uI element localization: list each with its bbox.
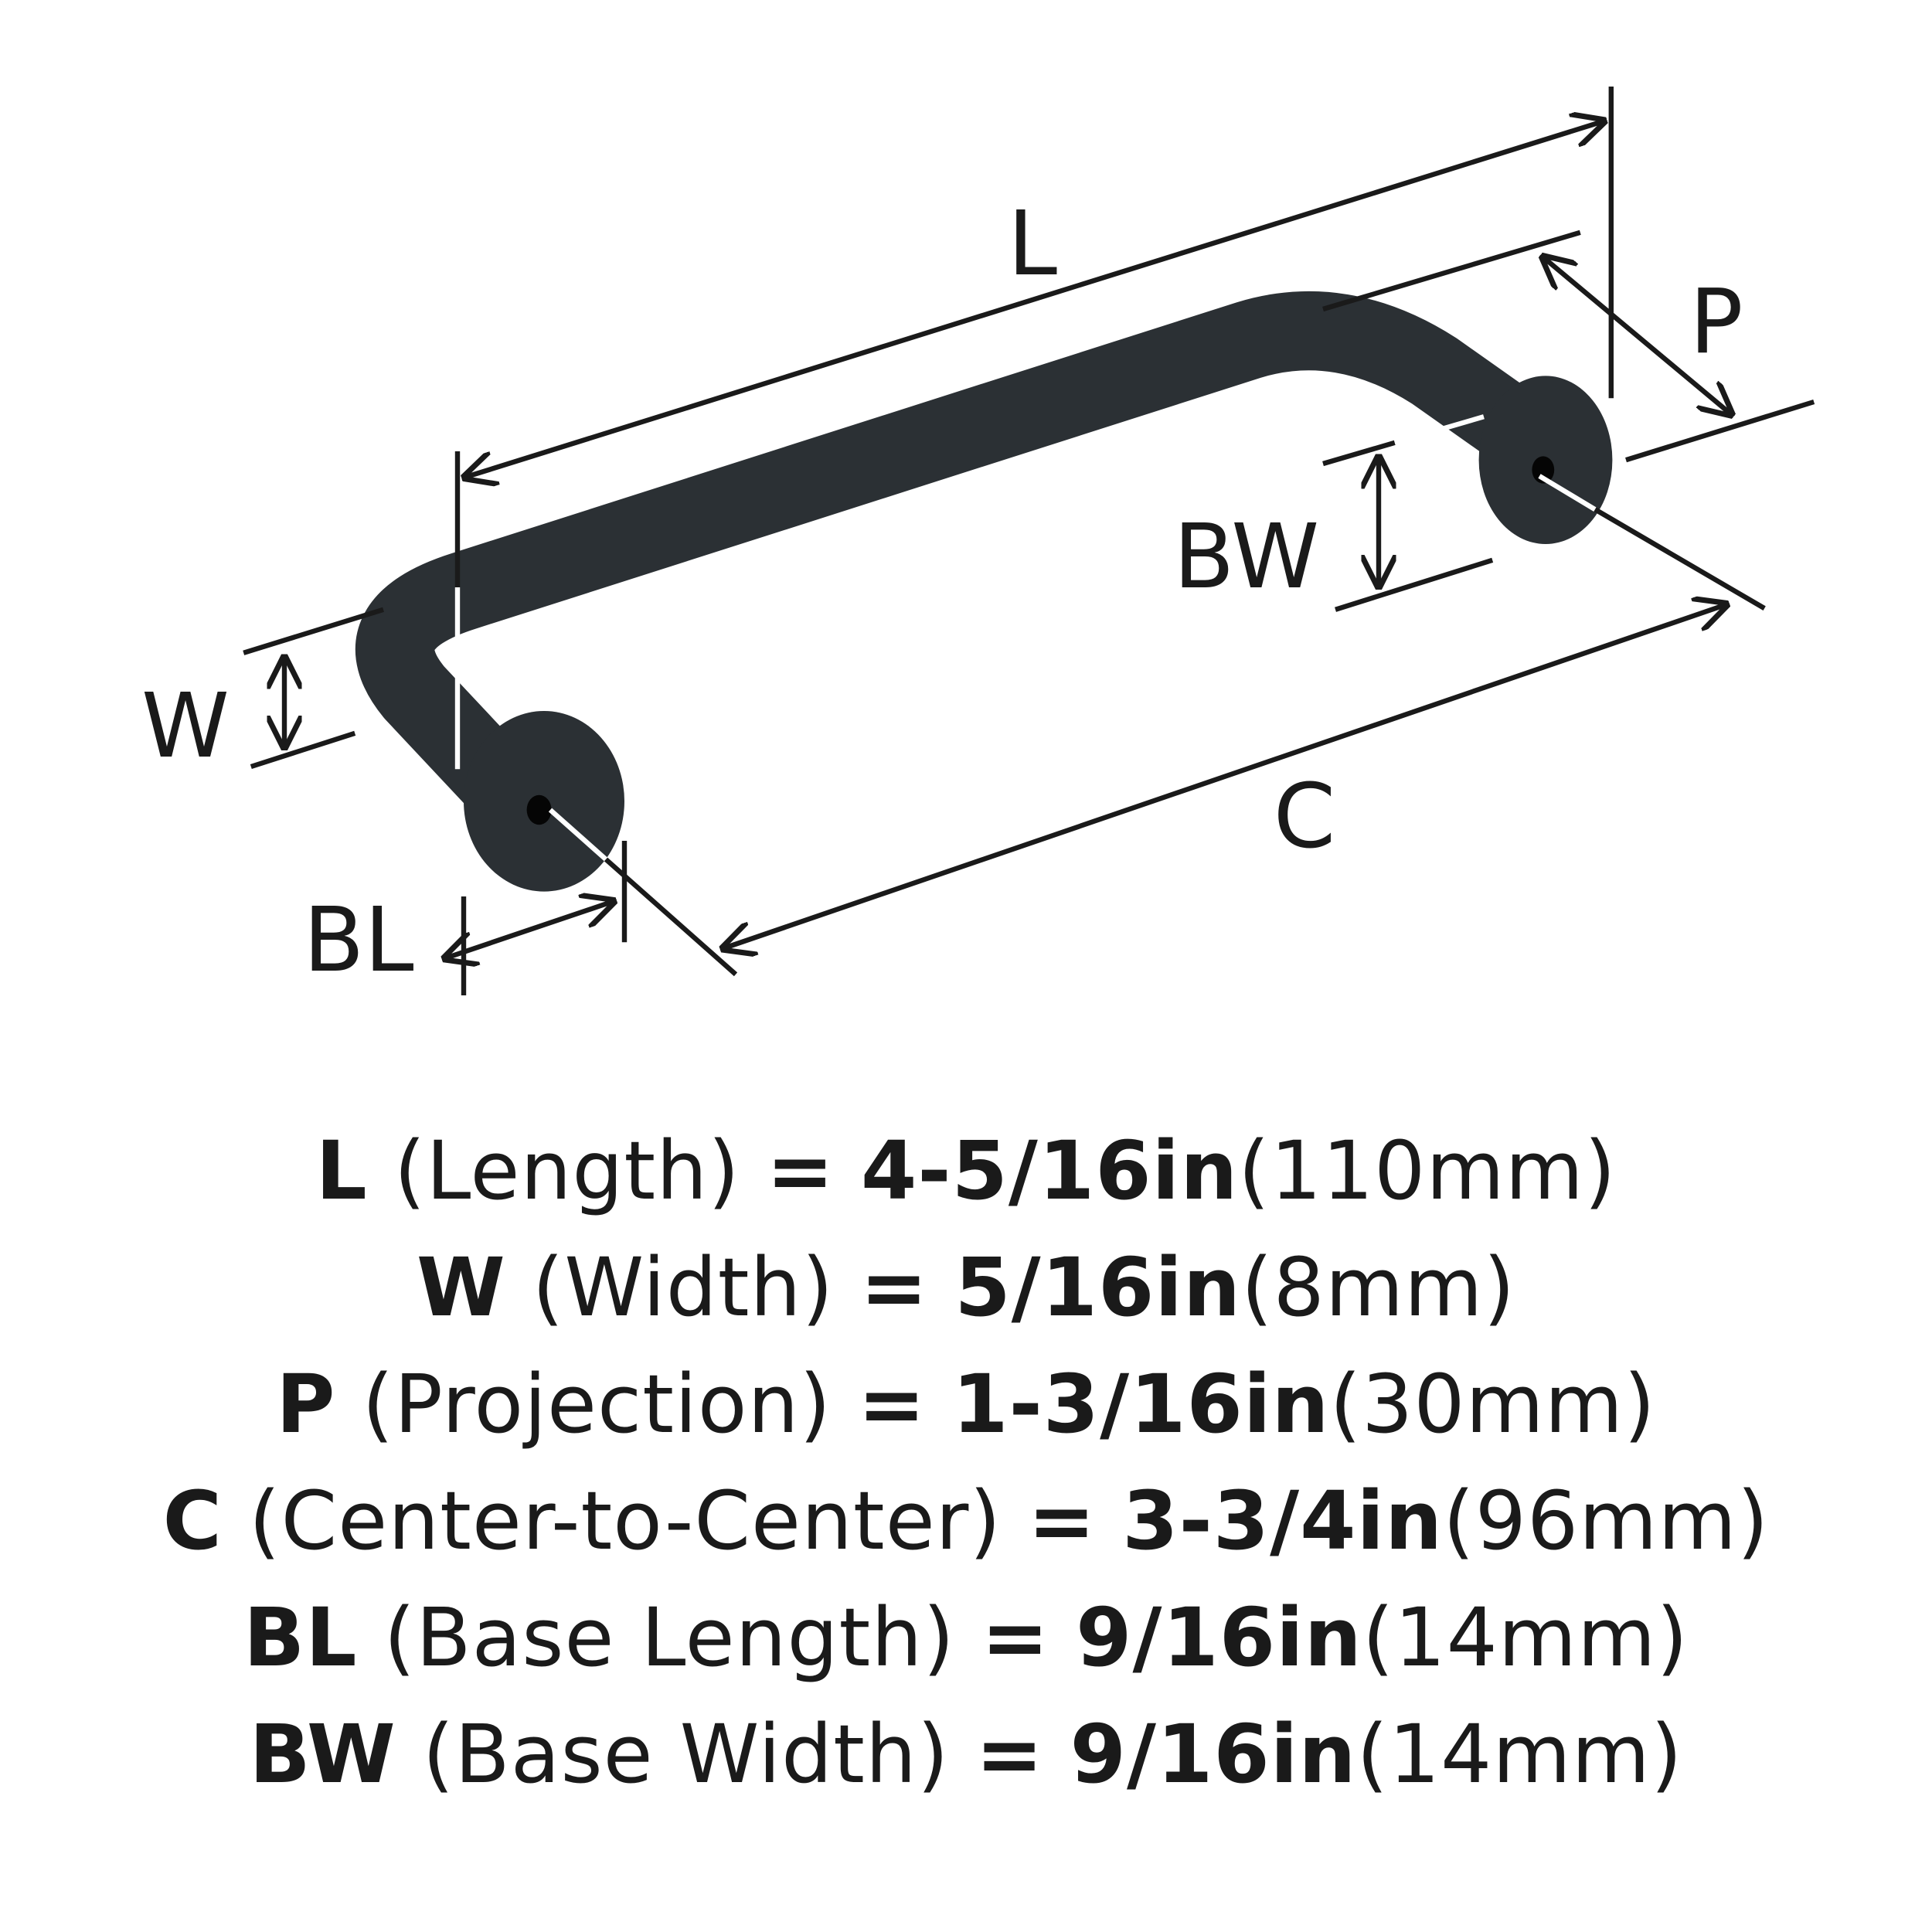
spec-row-base-width: BW (Base Width) = 9/16in(14mm) — [0, 1696, 1932, 1813]
label-L: L — [1008, 192, 1057, 296]
dimension-W: W — [141, 607, 384, 778]
spec-imperial: 9/16in — [1070, 1707, 1357, 1801]
spec-name: (Projection) — [362, 1357, 832, 1451]
label-W: W — [141, 675, 230, 778]
spec-name: (Base Length) — [383, 1590, 955, 1685]
spec-imperial: 5/16in — [954, 1240, 1242, 1335]
spec-metric: (96mm) — [1443, 1474, 1770, 1568]
spec-equals: = — [858, 1357, 927, 1451]
spec-code: BW — [249, 1707, 396, 1801]
spec-code: L — [315, 1124, 368, 1218]
spec-code: W — [416, 1240, 506, 1335]
spec-name: (Length) — [393, 1124, 740, 1218]
spec-imperial: 3-3/4in — [1122, 1474, 1444, 1568]
spec-row-base-length: BL (Base Length) = 9/16in(14mm) — [0, 1580, 1932, 1696]
label-C: C — [1274, 765, 1335, 869]
spec-imperial: 4-5/16in — [860, 1124, 1239, 1218]
dimension-BW: BW — [1173, 414, 1494, 612]
spec-row-length: L (Length) = 4-5/16in(110mm) — [0, 1113, 1932, 1230]
spec-name: (Width) — [532, 1240, 835, 1335]
spec-imperial: 9/16in — [1076, 1590, 1362, 1685]
label-BL: BL — [303, 889, 413, 992]
label-P: P — [1689, 270, 1743, 374]
spec-imperial: 1-3/16in — [952, 1357, 1330, 1451]
spec-code: BL — [243, 1590, 358, 1685]
handle-diagram: L P BW W BL C — [141, 87, 1815, 995]
spec-metric: (110mm) — [1238, 1124, 1617, 1218]
spec-equals: = — [1028, 1474, 1097, 1568]
spec-list: L (Length) = 4-5/16in(110mm) W (Width) =… — [0, 1113, 1932, 1813]
spec-equals: = — [981, 1590, 1050, 1685]
dimension-BL: BL — [303, 841, 628, 995]
spec-metric: (30mm) — [1329, 1357, 1656, 1451]
spec-code: P — [276, 1357, 336, 1451]
spec-equals: = — [766, 1124, 835, 1218]
spec-metric: (8mm) — [1241, 1240, 1516, 1335]
spec-row-width: W (Width) = 5/16in(8mm) — [0, 1230, 1932, 1346]
spec-equals: = — [860, 1240, 929, 1335]
dimension-P: P — [1322, 230, 1815, 463]
spec-row-projection: P (Projection) = 1-3/16in(30mm) — [0, 1346, 1932, 1463]
pull-handle — [355, 291, 1613, 892]
spec-row-center-to-center: C (Center-to-Center) = 3-3/4in(96mm) — [0, 1463, 1932, 1580]
spec-code: C — [162, 1474, 223, 1568]
dimension-C: C — [548, 474, 1766, 977]
spec-name: (Base Width) — [422, 1707, 950, 1801]
spec-equals: = — [975, 1707, 1044, 1801]
left-screw-hole — [526, 794, 552, 825]
spec-name: (Center-to-Center) — [249, 1474, 1002, 1568]
spec-metric: (14mm) — [1362, 1590, 1689, 1685]
spec-metric: (14mm) — [1356, 1707, 1683, 1801]
dimension-L: L — [454, 87, 1614, 770]
label-BW: BW — [1173, 505, 1319, 609]
